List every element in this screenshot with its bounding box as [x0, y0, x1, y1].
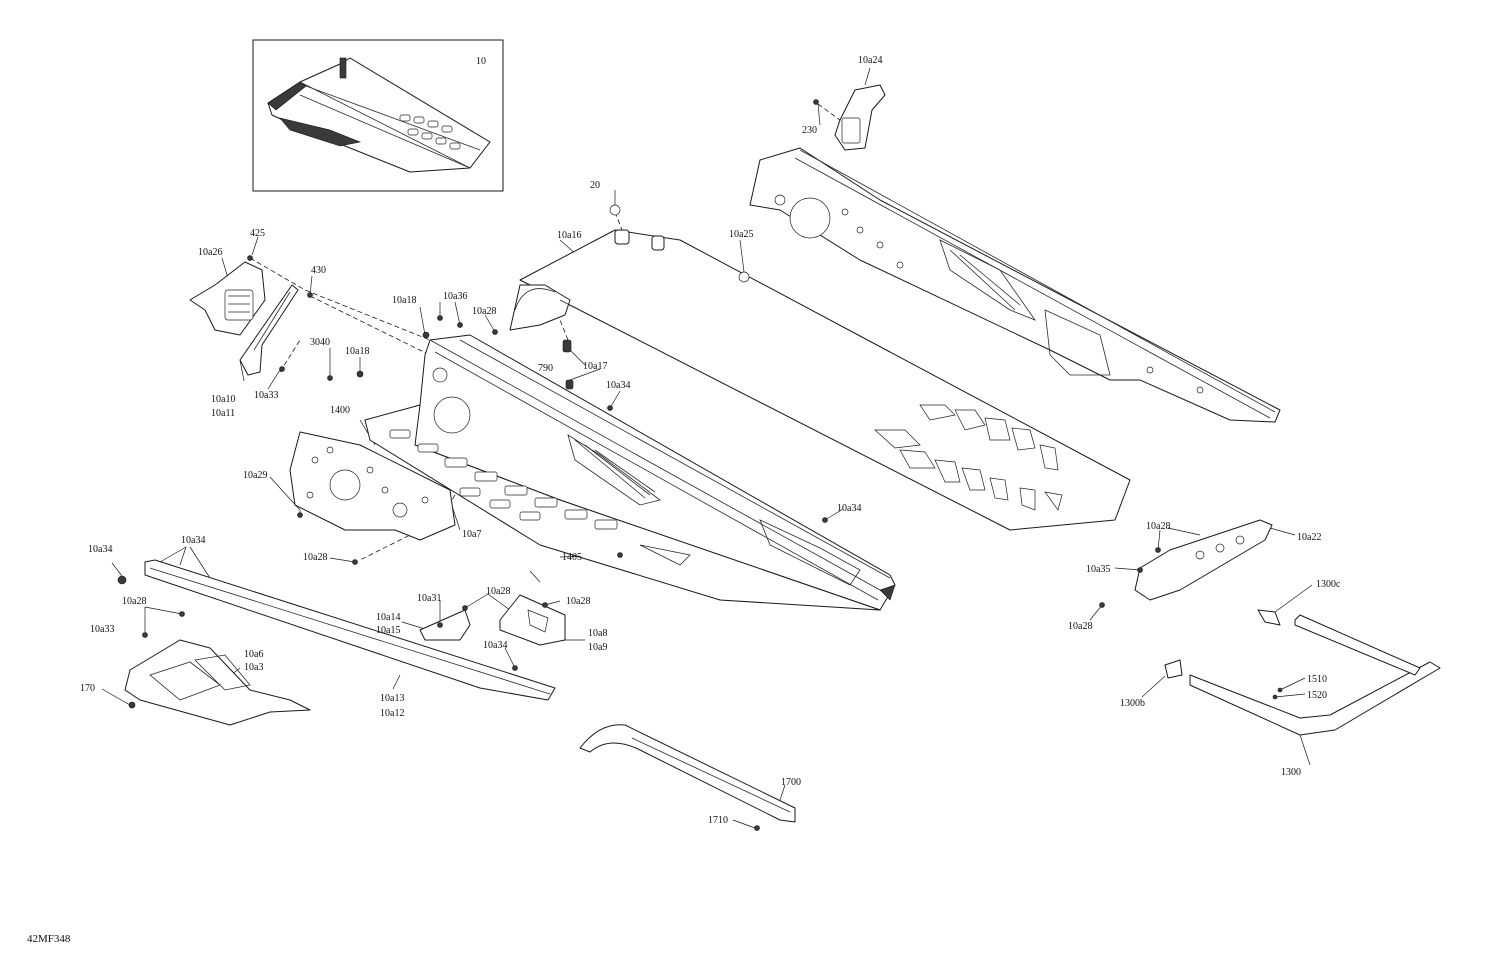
rear-strip-1700 [579, 724, 796, 823]
bracket-10a14 [419, 609, 471, 641]
callout-1300b: 1300b [1120, 698, 1145, 709]
callout-10a28-rear: 10a28 [1146, 521, 1170, 532]
callout-10a33-left: 10a33 [254, 390, 278, 401]
callout-10a31: 10a31 [417, 593, 441, 604]
callout-10a12: 10a12 [380, 708, 404, 719]
callout-1710: 1710 [708, 815, 728, 826]
callout-1400: 1400 [330, 405, 350, 416]
callout-10a3: 10a3 [244, 662, 263, 673]
callout-170: 170 [80, 683, 95, 694]
callout-10a34-top2: 10a34 [181, 535, 205, 546]
callout-10a28-mid: 10a28 [303, 552, 327, 563]
skid-plate [124, 639, 311, 726]
callout-10a10: 10a10 [211, 394, 235, 405]
callout-10a28-top: 10a28 [472, 306, 496, 317]
callout-1700: 1700 [781, 777, 801, 788]
callout-10a29: 10a29 [243, 470, 267, 481]
callout-1300c: 1300c [1316, 579, 1341, 590]
assembly-inset: 10 [252, 39, 504, 192]
callout-10a15: 10a15 [376, 625, 400, 636]
callout-790: 790 [538, 363, 553, 374]
callout-10a9: 10a9 [588, 642, 607, 653]
callout-10a22: 10a22 [1297, 532, 1321, 543]
callout-10a34-right: 10a34 [837, 503, 861, 514]
callout-1510: 1510 [1307, 674, 1327, 685]
callout-10a28-bracket: 10a28 [486, 586, 510, 597]
left-upper-bracket [189, 261, 266, 336]
bracket-10a8 [499, 594, 566, 646]
callout-10a34-bracket: 10a34 [483, 640, 507, 651]
callout-10a28-left: 10a28 [122, 596, 146, 607]
callout-10a34-left: 10a34 [88, 544, 112, 555]
callout-10a13: 10a13 [380, 693, 404, 704]
callout-1300: 1300 [1281, 767, 1301, 778]
callout-430: 430 [311, 265, 326, 276]
left-rail-strip [144, 559, 556, 701]
callout-10a11: 10a11 [211, 408, 235, 419]
front-left-plate [289, 431, 456, 541]
callout-10a28-rear2: 10a28 [1068, 621, 1092, 632]
callout-10a7: 10a7 [462, 529, 481, 540]
tunnel-left-panel [364, 334, 896, 611]
callout-3040: 3040 [310, 337, 330, 348]
callout-10a24: 10a24 [858, 55, 882, 66]
callout-10a36: 10a36 [443, 291, 467, 302]
tunnel-right-panel [749, 147, 1281, 423]
callout-10a34-mid: 10a34 [606, 380, 630, 391]
callout-10a25: 10a25 [729, 229, 753, 240]
callout-10a33-bot: 10a33 [90, 624, 114, 635]
callout-10a8: 10a8 [588, 628, 607, 639]
rear-bumper-1300 [1164, 609, 1441, 736]
rear-bracket-10a22 [1134, 519, 1273, 601]
callout-10a26: 10a26 [198, 247, 222, 258]
callout-425: 425 [250, 228, 265, 239]
callout-230: 230 [802, 125, 817, 136]
leader-lines [101, 67, 1313, 829]
inset-label: 10 [476, 56, 486, 67]
left-strut [239, 284, 299, 376]
callout-10a6: 10a6 [244, 649, 263, 660]
callout-10a14: 10a14 [376, 612, 400, 623]
callout-1405: 1405 [562, 552, 582, 563]
callout-10a17: 10a17 [583, 361, 607, 372]
callout-10a18-top: 10a18 [392, 295, 416, 306]
callout-labels: 10a24 230 20 10a16 10a25 425 10a26 430 1… [80, 55, 1341, 826]
callout-10a18-mid: 10a18 [345, 346, 369, 357]
fasteners [117, 99, 1283, 831]
assembly-thumbnail [267, 57, 491, 173]
callout-20: 20 [590, 180, 600, 191]
upper-right-bracket-10a24 [834, 84, 886, 151]
callout-10a35: 10a35 [1086, 564, 1110, 575]
tunnel-top-plate [509, 229, 1131, 531]
callout-10a16: 10a16 [557, 230, 581, 241]
diagram-code: 42MF348 [27, 933, 71, 945]
callout-1520: 1520 [1307, 690, 1327, 701]
callout-10a28-bracket2: 10a28 [566, 596, 590, 607]
